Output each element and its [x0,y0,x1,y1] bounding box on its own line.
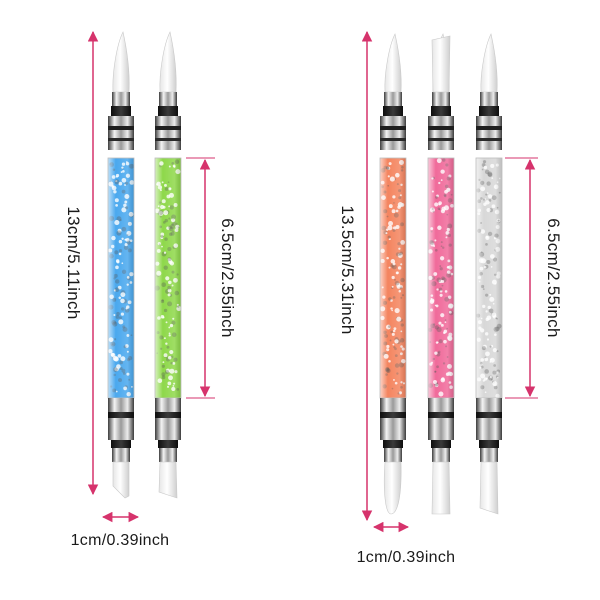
brush-silver [475,33,503,515]
bottom-ring [431,440,451,448]
top-metal-sleeve [476,116,502,150]
top-ring-2 [108,138,134,141]
top-ring [155,126,181,130]
top-ferrule [384,92,402,106]
left-width-dimension: 1cm/0.39inch [71,511,170,549]
left-width-label: 1cm/0.39inch [71,532,170,549]
top-ring-2 [428,138,454,141]
brush-orange [379,33,407,515]
right-width-dimension: 1cm/0.39inch [357,521,456,566]
handle-glass [427,157,455,399]
left-handle-dimension: 6.5cm/2.55inch [186,157,237,399]
top-silicone-tip [159,31,177,93]
top-dark-band [431,106,451,116]
handle-glass [107,157,135,399]
top-dark-band [383,106,403,116]
right-handle-label: 6.5cm/2.55inch [544,218,563,338]
bottom-metal-sleeve-2 [428,418,454,440]
right-handle-dimension: 6.5cm/2.55inch [505,157,563,399]
bottom-metal-sleeve-2 [155,418,181,440]
bottom-dark-band [108,412,134,418]
bottom-metal-sleeve-2 [476,418,502,440]
top-ring [108,126,134,130]
bottom-metal-sleeve [108,398,134,412]
brush-pink [427,33,455,515]
right-width-label: 1cm/0.39inch [357,549,456,566]
bottom-dark-band [476,412,502,418]
top-metal-sleeve [155,116,181,150]
bottom-ferrule [112,448,130,462]
bottom-ring [383,440,403,448]
top-ring [428,126,454,130]
bottom-ferrule [480,448,498,462]
bottom-dark-band [428,412,454,418]
handle-glass [379,157,407,399]
handle-glass [154,157,182,399]
top-silicone-tip [384,33,402,93]
top-dark-band [158,106,178,116]
bottom-dark-band [155,412,181,418]
left-handle-label: 6.5cm/2.55inch [218,218,237,338]
right-length-dimension: 13.5cm/5.31inch [338,30,373,522]
top-dark-band [479,106,499,116]
bottom-silicone-tip [158,461,178,499]
right-length-label: 13.5cm/5.31inch [338,205,357,334]
top-ferrule [112,92,130,106]
top-dark-band [111,106,131,116]
top-ferrule [480,92,498,106]
bottom-ring [479,440,499,448]
bottom-dark-band [380,412,406,418]
handle-glass [475,157,503,399]
top-metal-sleeve [108,116,134,150]
top-ring-2 [380,138,406,141]
bottom-silicone-tip [431,461,451,515]
top-metal-sleeve [380,116,406,150]
bottom-metal-sleeve [155,398,181,412]
bottom-ferrule [159,448,177,462]
top-ferrule [432,92,450,106]
left-length-dimension: 13cm/5.11inch [64,30,99,496]
bottom-metal-sleeve [428,398,454,412]
top-ring [476,126,502,130]
brush-blue [107,31,135,499]
bottom-metal-sleeve [380,398,406,412]
top-ring [380,126,406,130]
bottom-ferrule [384,448,402,462]
top-ferrule [159,92,177,106]
bottom-ring [158,440,178,448]
top-silicone-tip [480,33,498,93]
brush-green [154,31,182,499]
right-brush-set: 13.5cm/5.31inch 6.5cm/2.55inch 1cm/0.39i… [338,30,563,566]
left-length-label: 13cm/5.11inch [64,206,83,319]
top-ring-2 [476,138,502,141]
bottom-silicone-tip [479,461,499,515]
bottom-silicone-tip [112,461,130,499]
top-ring-2 [155,138,181,141]
bottom-ferrule [432,448,450,462]
top-metal-sleeve [428,116,454,150]
left-brush-set: 13cm/5.11inch 6.5cm/2.55inch 1cm/0.39inc… [64,30,237,549]
bottom-metal-sleeve [476,398,502,412]
bottom-metal-sleeve-2 [108,418,134,440]
bottom-metal-sleeve-2 [380,418,406,440]
top-flat-tip [431,35,451,93]
bottom-silicone-tip [383,461,402,515]
top-silicone-tip [112,31,130,93]
bottom-ring [111,440,131,448]
